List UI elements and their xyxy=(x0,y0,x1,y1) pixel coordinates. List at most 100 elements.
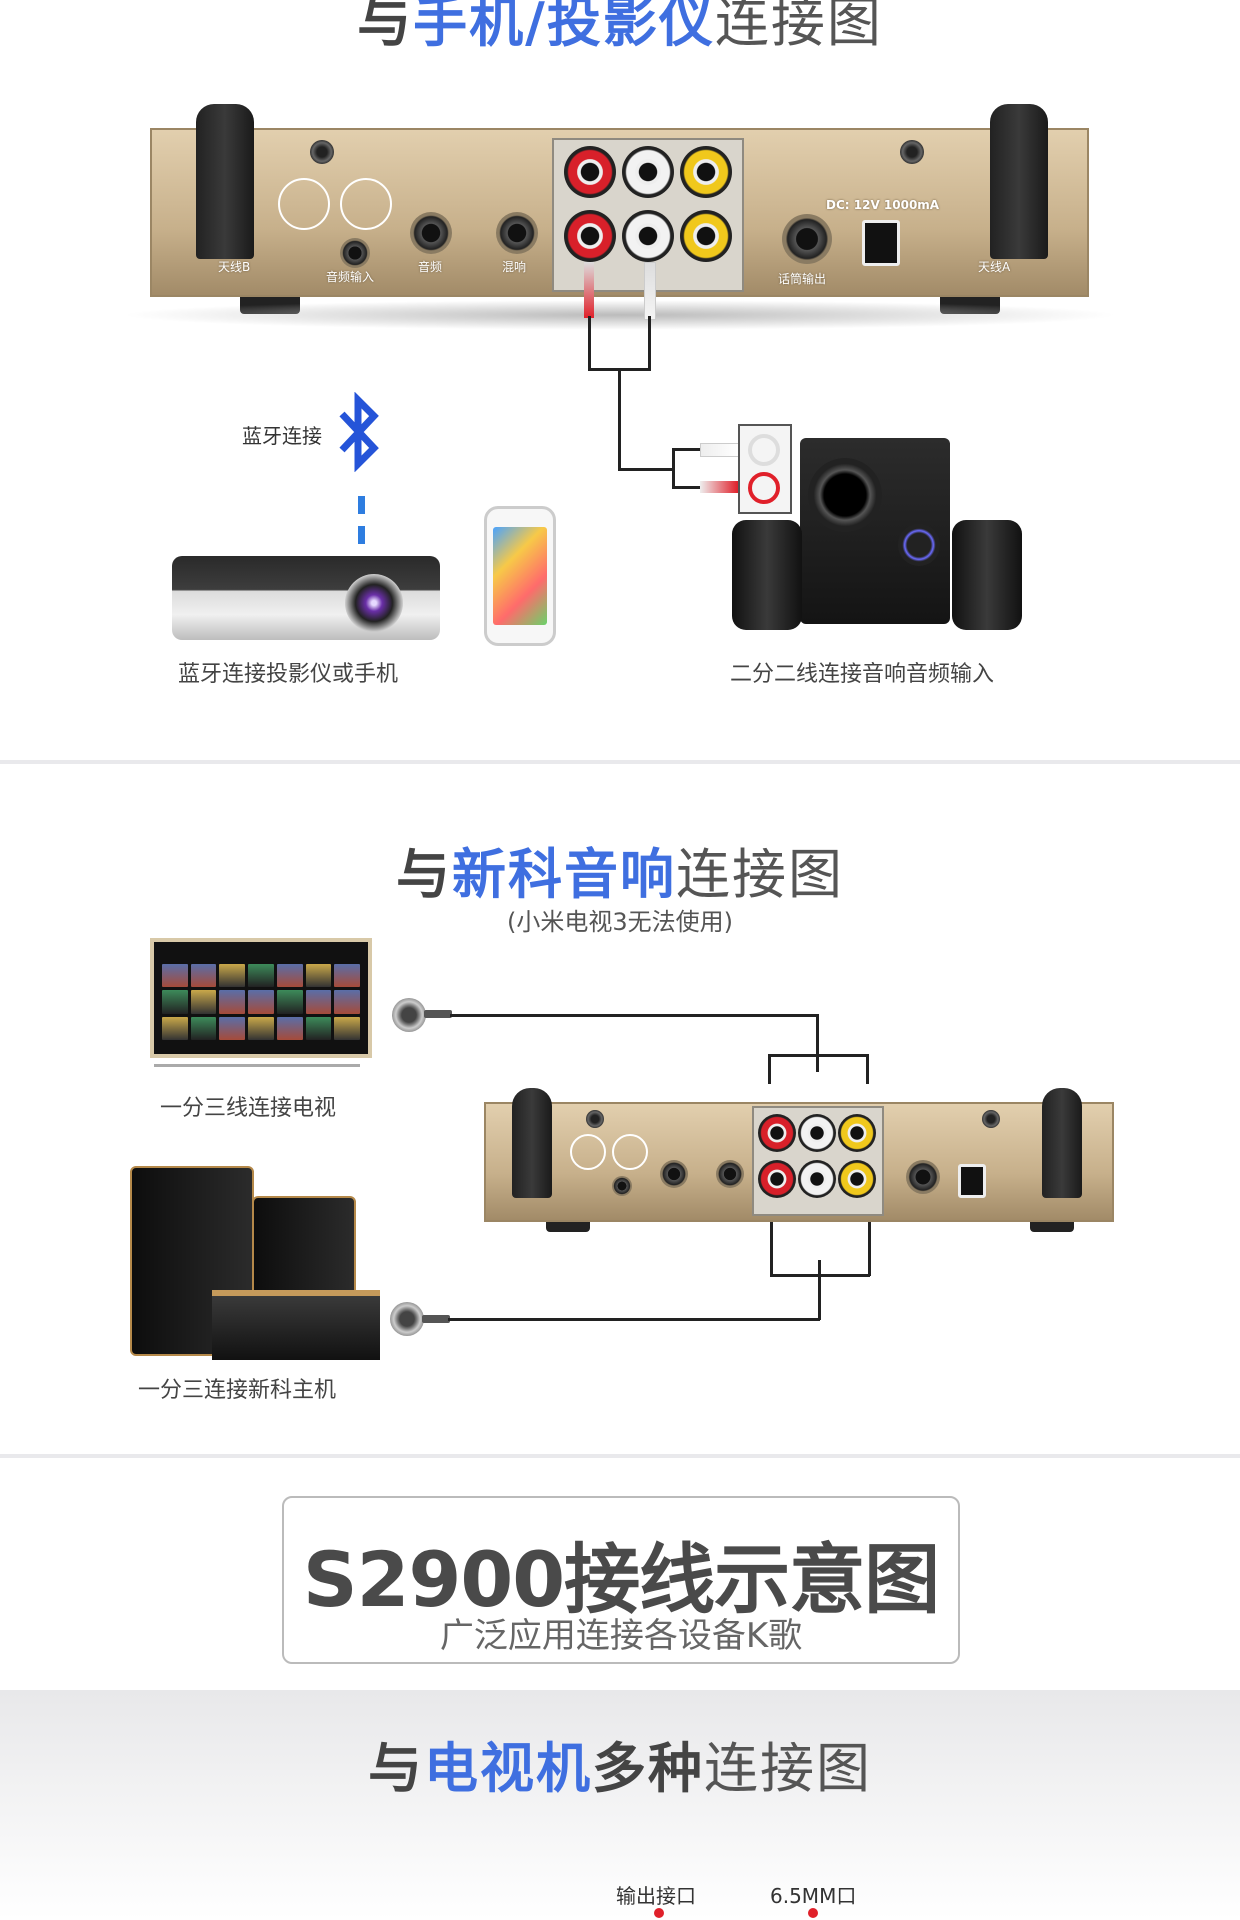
wire xyxy=(672,486,702,489)
wire xyxy=(868,1220,871,1276)
logo-badge xyxy=(570,1134,606,1170)
dc-port xyxy=(958,1164,986,1198)
label-antenna-b: 天线B xyxy=(218,260,251,274)
echo-knob xyxy=(496,212,538,254)
bluetooth-icon xyxy=(339,392,379,472)
rca-jack-white xyxy=(622,210,674,262)
section3-title-prefix: 与 xyxy=(368,1737,424,1800)
satellite-right xyxy=(952,520,1022,630)
section2-subtitle: (小米电视3无法使用) xyxy=(507,908,733,936)
banner-subtitle: 广泛应用连接各设备K歌 xyxy=(439,1616,803,1656)
antenna-b xyxy=(196,104,254,259)
antenna-a xyxy=(1042,1088,1082,1198)
rca-jack-red xyxy=(564,210,616,262)
wire xyxy=(818,1260,821,1320)
port-65-label: 6.5MM口 xyxy=(770,1884,857,1908)
port-65-marker xyxy=(808,1908,818,1918)
subwoofer-driver xyxy=(808,458,882,532)
phone-image xyxy=(484,506,556,646)
rca-jack-yellow xyxy=(680,210,732,262)
label-mic-out: 话筒输出 xyxy=(778,272,827,286)
screw xyxy=(900,140,924,164)
label-echo: 混响 xyxy=(502,260,527,274)
mic-out-jack xyxy=(906,1160,940,1194)
bluetooth-dash xyxy=(358,526,365,544)
amplifier xyxy=(212,1290,380,1360)
port-output-label: 输出接口 xyxy=(616,1884,696,1908)
section1-title-highlight: 手机/投影仪 xyxy=(413,0,715,54)
port-output-marker xyxy=(654,1908,664,1918)
wiring-banner xyxy=(282,1496,960,1664)
section1-title-prefix: 与 xyxy=(357,0,414,54)
wire xyxy=(770,1220,773,1276)
screw xyxy=(310,140,334,164)
rca-jack-yellow xyxy=(838,1160,876,1198)
audio-knob xyxy=(660,1160,688,1188)
wire xyxy=(672,448,675,488)
rca-jack-white xyxy=(622,146,674,198)
rca-jack-yellow xyxy=(838,1114,876,1152)
audio-in-jack xyxy=(612,1176,632,1196)
amp-caption: 一分三连接新科主机 xyxy=(138,1378,337,1403)
section-divider xyxy=(0,760,1240,764)
section3-title-highlight: 电视机 xyxy=(424,1737,592,1800)
wire xyxy=(672,448,702,451)
subwoofer-knob xyxy=(898,524,940,566)
section2-title-highlight: 新科音响 xyxy=(452,843,676,906)
bluetooth-dash xyxy=(358,496,365,514)
label-audio-in: 音频输入 xyxy=(326,270,375,284)
audio-knob xyxy=(410,212,452,254)
section1-title: 与手机/投影仪连接图 xyxy=(0,0,1240,57)
projector-lens xyxy=(345,574,403,632)
dc-port xyxy=(862,220,900,266)
logo-badge xyxy=(612,1134,648,1170)
banner-title: S2900接线示意图 xyxy=(302,1535,940,1624)
rca-plug-white xyxy=(644,262,656,320)
rca-jack-red xyxy=(758,1160,796,1198)
rca-plug-red xyxy=(700,481,738,493)
wire xyxy=(450,1014,818,1017)
screw xyxy=(982,1110,1000,1128)
plug-tip xyxy=(424,1010,452,1018)
tv-image xyxy=(150,938,372,1058)
wire xyxy=(618,370,621,470)
section-divider xyxy=(0,1454,1240,1458)
section3-title-mid: 多种 xyxy=(592,1737,704,1800)
antenna-b xyxy=(512,1088,552,1198)
wire xyxy=(448,1318,820,1321)
section2-title-prefix: 与 xyxy=(396,843,452,906)
section3-title: 与电视机多种连接图 xyxy=(0,1724,1240,1803)
rca-jack-white xyxy=(798,1160,836,1198)
section3-title-suffix: 连接图 xyxy=(704,1737,872,1800)
plug-3-5mm xyxy=(392,998,426,1032)
plug-tip xyxy=(422,1315,450,1323)
rca-jack-red xyxy=(758,1114,796,1152)
label-antenna-a: 天线A xyxy=(978,260,1011,274)
tv-screen xyxy=(162,964,360,1040)
logo-badge xyxy=(278,178,330,230)
phone-screen xyxy=(493,527,547,625)
antenna-a xyxy=(990,104,1048,259)
label-audio: 音频 xyxy=(418,260,443,274)
wire xyxy=(618,468,673,471)
wire xyxy=(588,368,651,371)
echo-knob xyxy=(716,1160,744,1188)
tv-stand xyxy=(154,1058,360,1067)
rca-plug-white xyxy=(700,443,740,457)
bluetooth-label: 蓝牙连接 xyxy=(242,424,322,448)
satellite-left xyxy=(732,520,802,630)
input-ring-red xyxy=(748,472,780,504)
device-shadow xyxy=(120,300,1120,330)
label-dc: DC: 12V 1000mA xyxy=(826,198,940,212)
wire xyxy=(770,1274,870,1277)
projector-caption: 蓝牙连接投影仪或手机 xyxy=(178,662,399,687)
logo-badge xyxy=(340,178,392,230)
rca-jack-yellow xyxy=(680,146,732,198)
audio-in-jack xyxy=(340,238,370,268)
mic-out-jack xyxy=(782,214,832,264)
wire xyxy=(768,1054,771,1084)
wire xyxy=(648,316,651,370)
speaker-caption: 二分二线连接音响音频输入 xyxy=(730,662,995,687)
wire xyxy=(768,1054,868,1057)
plug-3-5mm xyxy=(390,1302,424,1336)
